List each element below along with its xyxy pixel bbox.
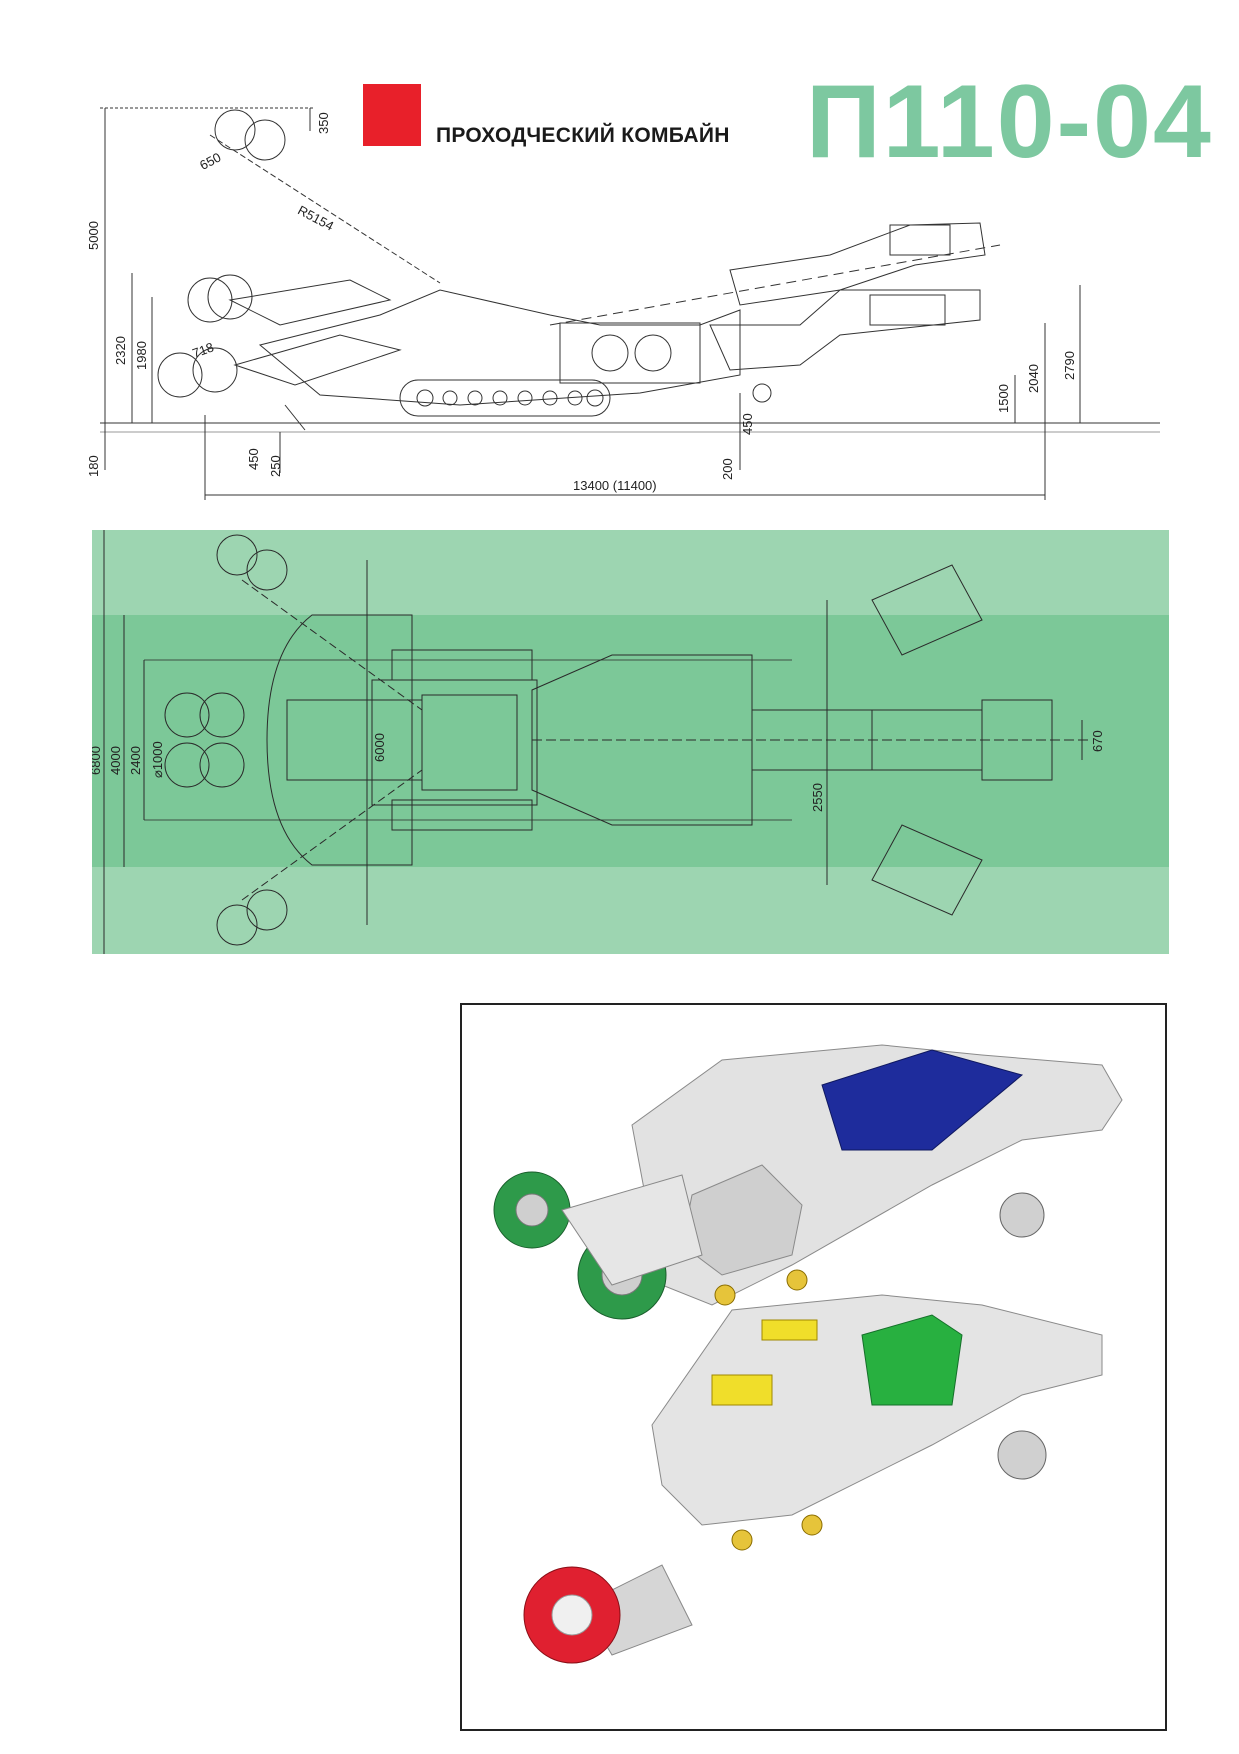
render-machine-top [493,1044,1123,1320]
swing-conveyor-down [871,824,983,916]
track-wheels [416,389,604,407]
cutter-top-left [214,109,256,151]
rear-drive [981,699,1053,781]
crawler-track [399,379,611,417]
rear-drive-raised [889,224,951,256]
dim-250: 250 [268,455,283,477]
track-top [391,649,533,681]
dim-2040: 2040 [1026,364,1041,393]
plan-cutter-4 [199,742,245,788]
cutter-gearbox [286,699,423,781]
rear-conveyor-lower [709,289,981,371]
dim-200: 200 [720,458,735,480]
swing-conveyor-up [871,564,983,656]
track-bottom [391,799,533,831]
front-shield [266,614,413,866]
cutter-upper-left [187,277,233,323]
plan-cutter-1 [164,692,210,738]
dim-450-right: 450 [740,413,755,435]
rear-wheel [752,383,772,403]
body-drum-1 [591,334,629,372]
body-box [559,322,701,384]
dim-650: 650 [197,149,223,172]
side-view-drawing: 350 650 R5154 5000 2320 1980 718 180 450… [86,107,1160,500]
dim-450-left: 450 [246,448,261,470]
model-title: П110-04 [806,64,1213,180]
dim-350: 350 [316,112,331,134]
swing-line-bottom [241,769,423,901]
dim-180: 180 [86,455,101,477]
plan-cutter-top-2 [246,549,288,591]
plan-cutter-2 [199,692,245,738]
swing-line-top [241,579,423,711]
dim-2320: 2320 [113,336,128,365]
dim-718: 718 [190,339,216,361]
rear-drive-lower [869,294,946,326]
plan-cutter-3 [164,742,210,788]
render-photo-frame [460,1003,1167,1731]
product-subtitle: ПРОХОДЧЕСКИЙ КОМБАЙН [436,124,730,147]
upper-boom [228,279,392,326]
plan-cutter-top-1 [216,534,258,576]
dim-length: 13400 (11400) [573,478,657,493]
dim-4000: 4000 [108,746,123,775]
lower-boom [233,334,402,386]
dim-1000: ⌀1000 [150,741,165,778]
cutter-upper-right [207,274,253,320]
dim-1980: 1980 [134,341,149,370]
conveyor-body [531,654,753,826]
dim-1500: 1500 [996,384,1011,413]
body-drum-2 [634,334,672,372]
front-leg [284,404,306,431]
conveyor-raised-line [549,244,1001,326]
dim-6800: 6800 [92,746,103,775]
plan-view-drawing: 6800 4000 2400 ⌀1000 6000 2550 670 [92,530,1105,954]
dim-6000: 6000 [372,733,387,762]
render-illustration [493,1044,1123,1664]
cutter-lower-right [192,347,238,393]
render-machine-bottom [523,1294,1103,1664]
dim-r5154: R5154 [295,202,336,233]
radius-line [209,134,441,284]
center-module [421,694,518,791]
dim-2550: 2550 [810,783,825,812]
dim-2400: 2400 [128,746,143,775]
render-cutter-red [523,1566,621,1664]
red-square-logo [363,84,421,146]
plan-cutter-bottom-2 [246,889,288,931]
machine-body [258,289,741,406]
rear-conveyor-raised [729,222,986,306]
cutter-top-right [244,119,286,161]
dim-670: 670 [1090,730,1105,752]
dim-5000: 5000 [86,221,101,250]
cutter-lower-left [157,352,203,398]
plan-cutter-bottom-1 [216,904,258,946]
main-frame [371,679,538,806]
dim-2790: 2790 [1062,351,1077,380]
